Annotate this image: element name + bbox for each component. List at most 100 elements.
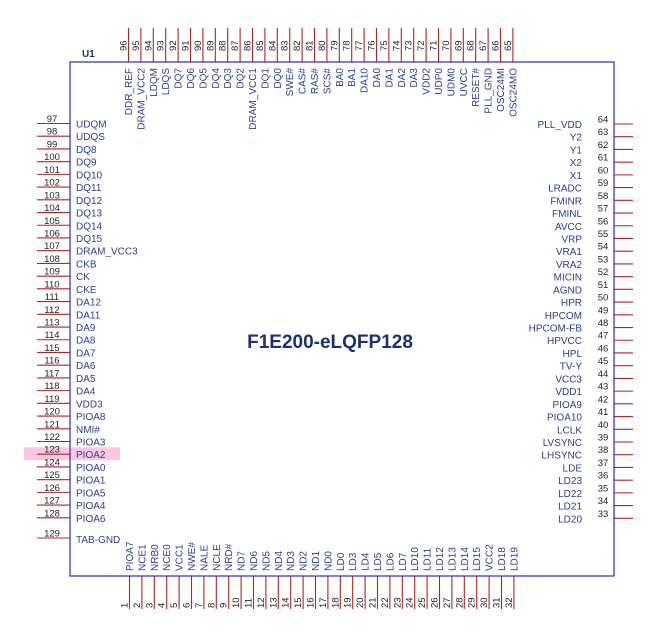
pin-number-top: 90 <box>193 40 204 51</box>
highlight-layer <box>24 447 120 461</box>
pin-number-right: 52 <box>598 267 609 278</box>
pin-name-top: BA1 <box>347 68 358 87</box>
pin-number-top: 82 <box>292 40 303 51</box>
pin-number-left: 97 <box>47 114 58 125</box>
pin-name-bottom: ND3 <box>286 551 297 571</box>
pin-number-top: 91 <box>181 40 192 51</box>
pin-number-top: 66 <box>491 40 502 51</box>
pin-number-top: 93 <box>156 40 167 51</box>
pin-name-top: RESET# <box>471 68 482 107</box>
pin-number-bottom: 17 <box>318 597 329 608</box>
pin-name-top: DA3 <box>409 68 420 88</box>
pin-name-right: FMINL <box>552 209 582 220</box>
pin-name-bottom: NCLE <box>212 544 223 571</box>
pin-number-top: 96 <box>119 40 130 51</box>
pin-name-bottom: ND1 <box>311 551 322 571</box>
pin-number-top: 73 <box>404 40 415 51</box>
pin-name-right: LDE <box>563 463 583 474</box>
pin-name-right: VCC3 <box>555 374 582 385</box>
pin-name-top: DQ5 <box>198 68 209 89</box>
pin-name-top: DQ7 <box>174 68 185 89</box>
pin-name-right: LD20 <box>558 514 582 525</box>
pin-number-left: 121 <box>44 419 60 430</box>
pin-name-right: X2 <box>570 158 583 169</box>
pin-number-left: 108 <box>44 254 60 265</box>
pin-number-right: 34 <box>598 496 609 507</box>
pin-name-left: DRAM_VCC3 <box>76 247 138 258</box>
pin-number-bottom: 21 <box>368 597 379 608</box>
pin-name-bottom: NCE0 <box>162 544 173 571</box>
pin-number-right: 58 <box>598 191 609 202</box>
pin-number-left: 112 <box>44 305 59 316</box>
pin-number-top: 67 <box>478 40 489 51</box>
pin-name-left: PIOA6 <box>76 514 106 525</box>
pin-name-bottom: LD0 <box>336 552 347 571</box>
pin-number-bottom: 14 <box>281 597 292 608</box>
pin-number-bottom: 29 <box>467 597 478 608</box>
pin-number-bottom: 3 <box>144 603 155 608</box>
pin-number-bottom: 20 <box>355 597 366 608</box>
pin-name-top: DQ2 <box>236 68 247 89</box>
pin-name-top: SCS# <box>322 68 333 95</box>
pin-name-left: UDQS <box>76 132 105 143</box>
pin-number-bottom: 8 <box>206 603 217 608</box>
pin-name-bottom: ND4 <box>274 551 285 571</box>
pin-number-right: 40 <box>598 420 609 431</box>
pin-name-bottom: LD13 <box>447 547 458 571</box>
pin-name-left: PIOA0 <box>76 463 106 474</box>
pin-number-left: 98 <box>47 127 58 138</box>
pin-number-right: 43 <box>598 382 609 393</box>
pin-name-left: DQ15 <box>76 234 103 245</box>
pin-number-bottom: 32 <box>504 597 515 608</box>
pin-name-top: DDR_REF <box>124 68 135 115</box>
pin-number-bottom: 15 <box>293 597 304 608</box>
pin-number-left: 104 <box>44 203 60 214</box>
pin-name-right: LVSYNC <box>543 438 582 449</box>
pin-number-left: 105 <box>44 216 60 227</box>
pin-name-bottom: NALE <box>199 545 210 571</box>
pin-name-bottom: LD6 <box>385 552 396 571</box>
pin-number-left: 127 <box>44 496 60 507</box>
pin-number-right: 37 <box>598 458 609 469</box>
pin-number-bottom: 22 <box>380 597 391 608</box>
pin-number-top: 78 <box>342 40 353 51</box>
pin-name-top: LDQM <box>149 68 160 97</box>
pin-name-top: PLL_GND <box>484 68 495 114</box>
pin-name-right: PIOA10 <box>547 413 582 424</box>
pin-name-left: UDQM <box>76 120 107 131</box>
pin-number-right: 63 <box>598 127 609 138</box>
pin-number-bottom: 11 <box>244 598 255 608</box>
pin-name-right: AGND <box>553 285 582 296</box>
pin-name-right: VRA2 <box>556 260 583 271</box>
pin-number-top: 71 <box>429 40 440 51</box>
pin-name-top: RAS# <box>310 68 321 95</box>
pin-name-left: NMI# <box>76 425 100 436</box>
pin-number-bottom: 31 <box>492 597 503 608</box>
pin-number-left: 114 <box>44 330 59 341</box>
pin-name-bottom: LD4 <box>361 552 372 571</box>
pin-name-left: PIOA5 <box>76 488 106 499</box>
pin-number-left: 100 <box>44 152 60 163</box>
pin-number-top: 68 <box>466 40 477 51</box>
pin-number-right: 47 <box>598 331 609 342</box>
pin-name-right: AVCC <box>555 222 582 233</box>
pin-number-left: 128 <box>44 508 60 519</box>
pin-name-bottom: LD5 <box>373 552 384 571</box>
pin-name-left: DA11 <box>76 310 101 321</box>
pin-name-top: DA2 <box>397 68 408 88</box>
pin-number-bottom: 27 <box>442 597 453 608</box>
pin-name-bottom: NRD# <box>224 543 235 571</box>
pin-name-right: MICIN <box>554 273 582 284</box>
pin-number-left: 115 <box>44 343 59 354</box>
pin-name-bottom: LD10 <box>410 547 421 571</box>
pin-name-right: HPVCC <box>547 336 582 347</box>
pin-number-top: 84 <box>267 40 278 51</box>
pin-number-top: 89 <box>205 40 216 51</box>
pin-number-left: 109 <box>44 267 60 278</box>
pin-number-right: 61 <box>598 153 609 164</box>
pin-number-left: 125 <box>44 470 60 481</box>
pin-number-left: 99 <box>47 139 58 150</box>
pin-name-bottom: LD12 <box>435 547 446 571</box>
pin-number-top: 72 <box>416 40 427 51</box>
pin-name-left: DQ13 <box>76 209 103 220</box>
